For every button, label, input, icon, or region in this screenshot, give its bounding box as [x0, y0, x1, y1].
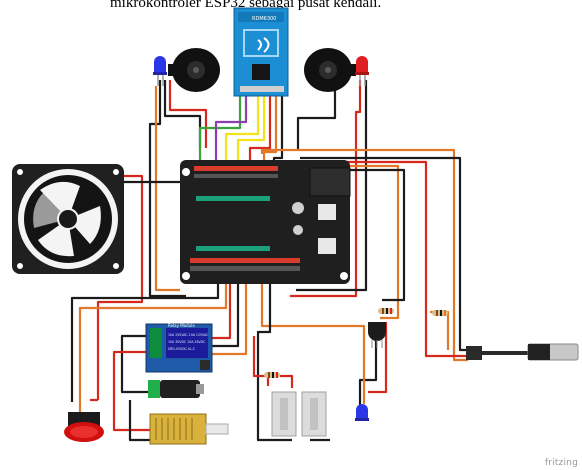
- wire-red-top-right: [296, 160, 466, 358]
- resistors: [264, 308, 448, 378]
- door-sensor: [271, 391, 327, 437]
- wire-red-solenoid: [112, 350, 150, 432]
- wire-orange-top-right: [260, 148, 468, 362]
- relay-label: Relay Module: [168, 323, 195, 328]
- led-red-right: [355, 56, 369, 86]
- resistor-1: [378, 308, 394, 314]
- relay-module: Relay Module 10A 250VAC 10A 125VAC 10A 3…: [145, 323, 213, 373]
- wire-red-relay-vcc: [212, 282, 232, 340]
- buzzer-left: [168, 48, 220, 92]
- esp32-board: [180, 160, 351, 284]
- relay-fine-print-1: 10A 250VAC 10A 125VAC: [168, 333, 209, 337]
- temp-sensor-probe: [466, 343, 579, 361]
- wire-black-right-buzzer: [296, 82, 337, 150]
- buzzer-right: [304, 48, 356, 92]
- solenoid-lock: [149, 413, 229, 445]
- wire-black-door: [256, 282, 292, 442]
- push-button: [64, 412, 104, 442]
- wire-orange-left-column: [154, 86, 180, 292]
- fritzing-watermark: fritzing: [544, 458, 578, 468]
- wire-rfid-red: [248, 96, 272, 166]
- wire-red-transistor: [368, 322, 388, 394]
- transistor: [368, 322, 386, 348]
- wire-orange-temp-pullup: [430, 310, 450, 350]
- wire-rfid-yellow: [224, 96, 260, 166]
- wire-black-transistor: [358, 340, 378, 410]
- wire-orange-relay-sig: [212, 282, 248, 356]
- wire-black-jack: [120, 334, 150, 394]
- wire-red-resistor: [280, 374, 294, 388]
- wire-rfid-green: [198, 96, 242, 166]
- led-blue-left: [153, 56, 167, 86]
- resistor-3: [264, 372, 280, 378]
- wire-rfid-orange: [262, 96, 278, 166]
- wire-black-mid-right: [300, 168, 406, 302]
- caption-text: mikrokontroler ESP32 sebagai pusat kenda…: [110, 0, 382, 11]
- led-blue-bottom: [355, 404, 369, 421]
- cooling-fan: [12, 164, 124, 274]
- wire-red-fan: [96, 174, 144, 400]
- wire-rfid-yellow-2: [236, 96, 266, 166]
- wire-rfid-purple: [214, 96, 248, 166]
- relay-fine-print-3: SRD-05VDC-SL-C: [168, 347, 196, 351]
- wire-black-solenoid: [128, 400, 150, 442]
- wire-orange-door: [260, 282, 366, 404]
- wire-black-left-led: [148, 80, 186, 298]
- wire-red-door: [252, 336, 270, 386]
- dc-jack: [148, 380, 204, 398]
- resistor-2: [432, 310, 448, 316]
- wire-black-top-right: [300, 156, 468, 352]
- relay-fine-print-2: 10A 30VDC 10A 28VDC: [168, 340, 206, 344]
- wire-black-relay-left: [70, 282, 220, 402]
- wire-red-right-led: [290, 80, 362, 298]
- wire-black-relay-gnd: [212, 282, 240, 348]
- rfid-label: RDM6300: [252, 16, 276, 22]
- rfid-reader: RDM6300: [233, 7, 289, 97]
- wire-orange-relay-left: [78, 282, 228, 418]
